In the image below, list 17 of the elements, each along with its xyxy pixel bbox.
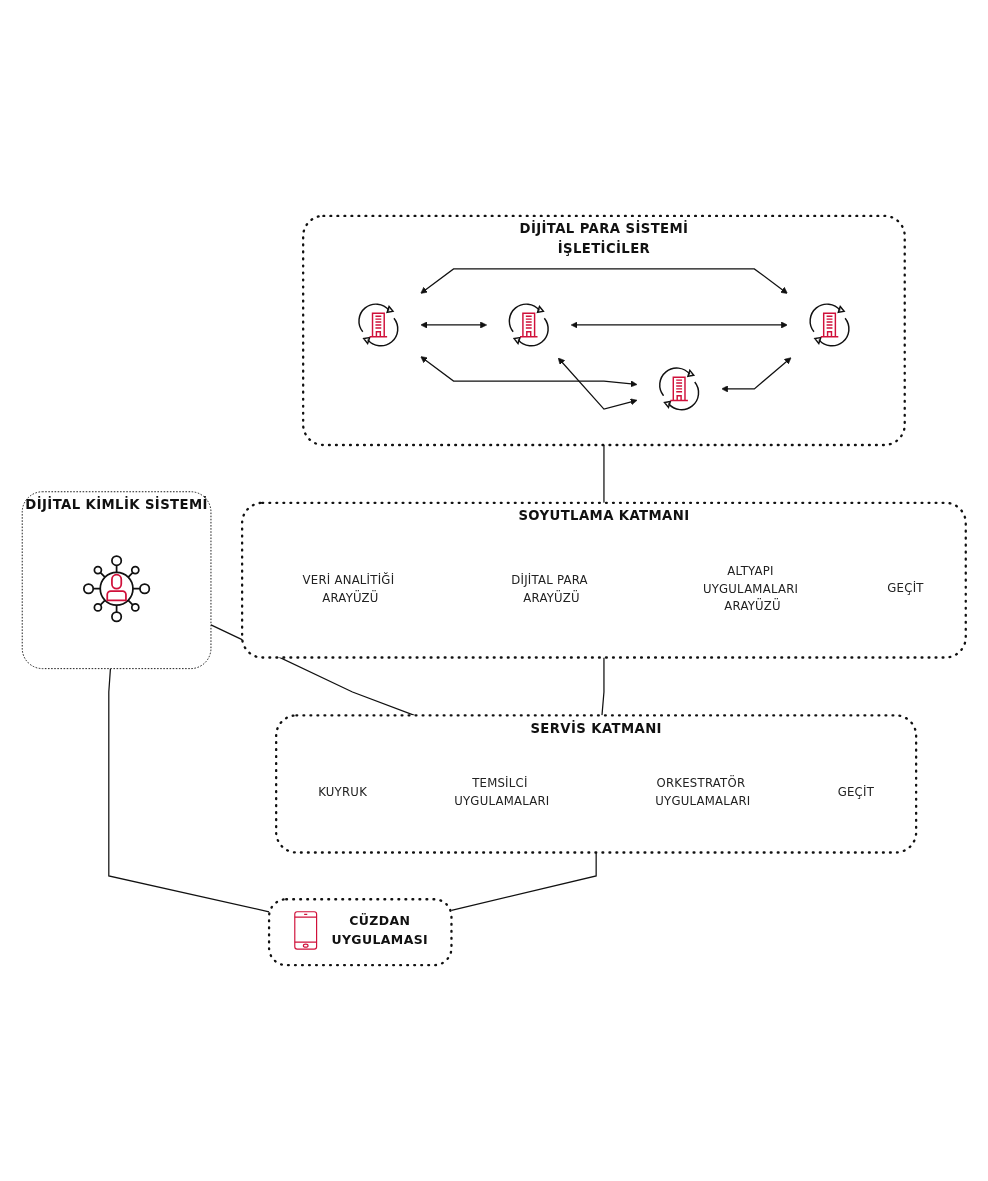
node-text: ALTYAPI UYGULAMALARI ARAYÜZÜ (702, 564, 799, 614)
arrow (420, 268, 788, 294)
arrow (420, 356, 638, 388)
arrow (721, 357, 792, 393)
node-text: ORKESTRATÖR UYGULAMALARI (655, 776, 751, 809)
node-text: GEÇİT (837, 785, 875, 800)
node-text: TEMSİLCİ UYGULAMALARI (454, 776, 550, 809)
arrow (557, 357, 638, 410)
cluster: DİJİTAL PARA SİSTEMİ İŞLETİCİLER (302, 214, 906, 447)
node-text: DİJİTAL PARA ARAYÜZÜ (511, 572, 588, 605)
arrow (570, 321, 788, 329)
node-text: KUYRUK (318, 785, 368, 800)
node-text: VERİ ANALİTİĞİ ARAYÜZÜ (302, 572, 395, 605)
cluster: DİJİTAL KİMLİK SİSTEMİ (21, 491, 212, 670)
arrow (420, 321, 487, 329)
node-text: GEÇİT (887, 581, 924, 596)
connector (108, 668, 270, 913)
